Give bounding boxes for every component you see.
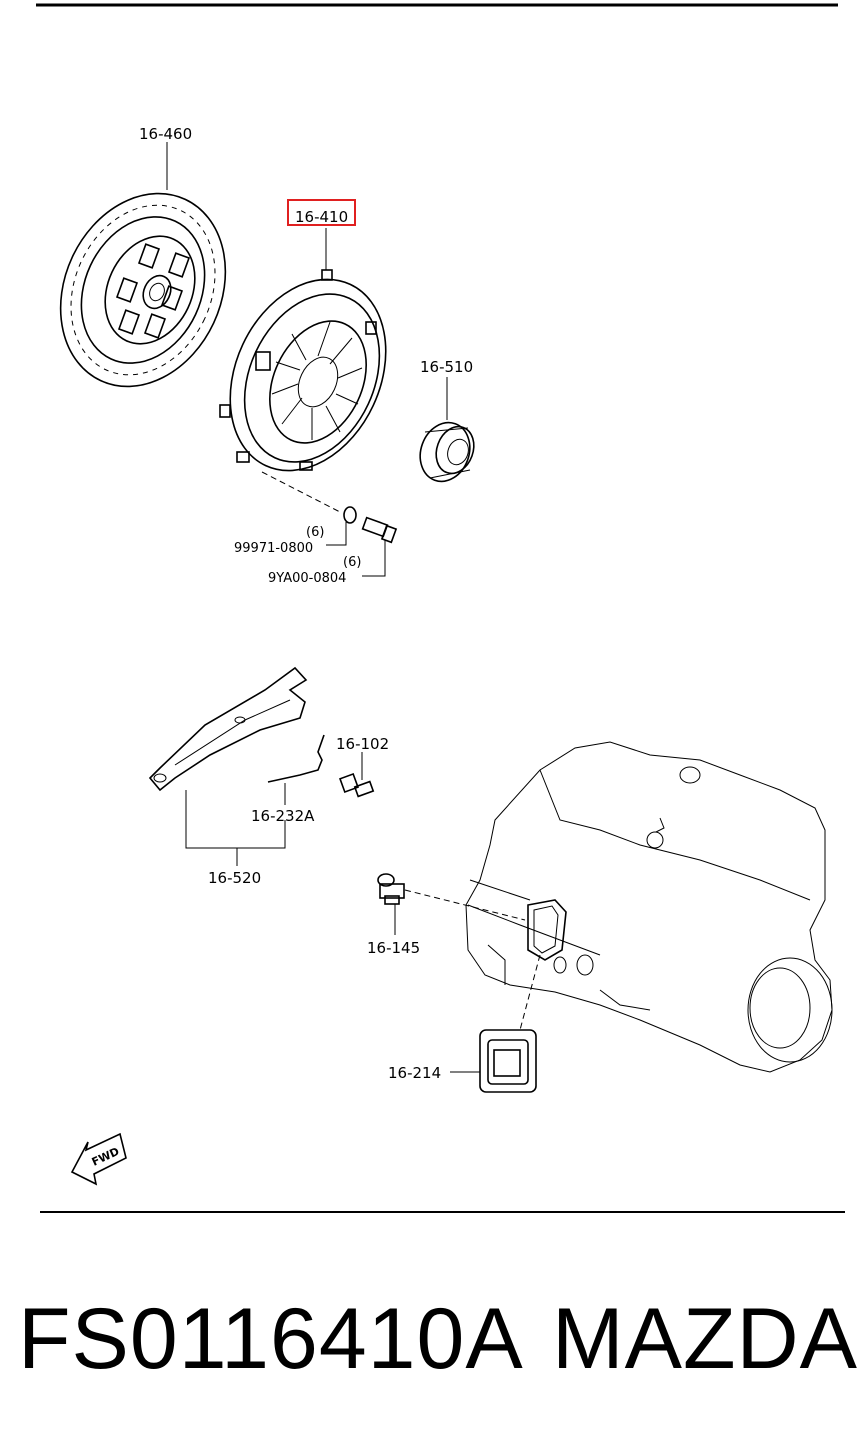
clutch-disc[interactable] <box>30 166 256 413</box>
callout-bearing: 16-510 <box>420 358 473 376</box>
clutch-switch[interactable] <box>339 773 375 798</box>
release-fork[interactable] <box>148 666 308 792</box>
spring-clip[interactable] <box>267 734 325 783</box>
dust-boot[interactable] <box>479 1029 537 1093</box>
highlight-box <box>287 199 356 226</box>
callout-spring: 16-232A <box>251 807 315 825</box>
pivot-ball[interactable] <box>377 873 405 905</box>
callout-fork: 16-520 <box>208 869 261 887</box>
fwd-arrow-icon: FWD <box>70 1132 127 1186</box>
fwd-label: FWD <box>90 1145 122 1169</box>
transmission-housing <box>465 741 833 1073</box>
callout-washer: 99971-0800 <box>234 541 313 556</box>
callout-boot: 16-214 <box>388 1064 441 1082</box>
callout-washer-qty: (6) <box>306 525 324 540</box>
fork-window <box>527 899 567 961</box>
callout-switch: 16-102 <box>336 735 389 753</box>
washer[interactable] <box>343 506 357 524</box>
callout-pivot: 16-145 <box>367 939 420 957</box>
callout-bolt-qty: (6) <box>343 555 361 570</box>
brand-name: MAZDA <box>552 1291 858 1387</box>
callout-disc: 16-460 <box>139 125 192 143</box>
callout-cover: 16-410 <box>295 208 348 226</box>
part-number: FS0116410A <box>18 1291 524 1387</box>
bolt[interactable] <box>361 516 398 544</box>
callout-bolt: 9YA00-0804 <box>268 571 346 586</box>
clutch-cover[interactable] <box>200 254 415 496</box>
release-bearing[interactable] <box>412 416 480 489</box>
